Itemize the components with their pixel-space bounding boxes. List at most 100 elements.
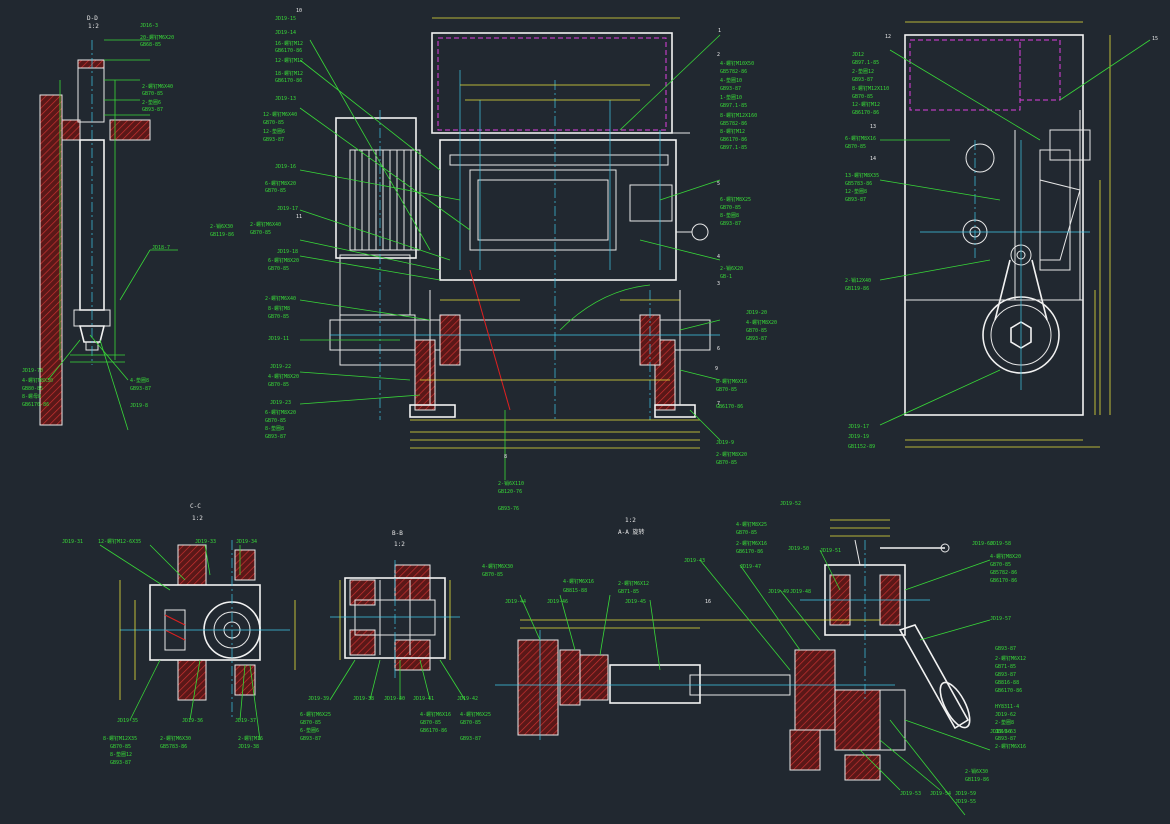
callout-label: 8-螺钉M12X110 [852, 85, 889, 92]
callout-label: JD19-38 [353, 696, 374, 702]
callout-label: 15 [1152, 36, 1158, 42]
callout-label: 7 [717, 401, 720, 407]
callout-label: JD19-47 [740, 564, 761, 570]
callout-label: JD19-14 [275, 30, 296, 36]
callout-label: GB6170-86 [275, 48, 302, 54]
callout-label: GB71-85 [995, 664, 1016, 670]
callout-label: JD19-33 [195, 539, 216, 545]
callout-label: GB70-85 [716, 387, 737, 393]
callout-label: JD19-55 [955, 799, 976, 805]
callout-label: 2-螺钉M6X16 [736, 540, 767, 547]
callout-label: 4-螺钉M8X20 [746, 319, 777, 326]
callout-label: JD19-58 [990, 541, 1011, 547]
callout-label: JD19-70 [22, 368, 43, 374]
callout-label: 2-螺钉M6X16 [995, 743, 1026, 750]
callout-label: GB93-87 [746, 336, 767, 342]
callouts-main-right: 4-螺钉M10X50 GB5782-86 4-垫圈10 GB93-87 1-垫圈… [716, 60, 777, 466]
callout-label: JD19-9 [716, 440, 734, 446]
callout-label: GB120-76 [498, 489, 522, 495]
callout-label: 2-螺钉M8X20 [716, 451, 747, 458]
callout-label: GB93-87 [460, 736, 481, 742]
callout-label: JD19-11 [268, 336, 289, 342]
callout-label: 8-螺母8 [22, 393, 41, 400]
callout-label: JD19-22 [270, 364, 291, 370]
section-view-left [39, 39, 178, 431]
callout-label: GB97.1-85 [720, 103, 747, 109]
callout-label: JD19-17 [277, 206, 298, 212]
section-c-title: C-C [190, 503, 201, 510]
callout-label: JD19-40 [384, 696, 405, 702]
callout-label: 16-螺钉M12 [275, 40, 303, 47]
callout-label: GB6170-86 [852, 110, 879, 116]
callout-label: GB97.1-85 [720, 145, 747, 151]
callout-label: GB93-87 [995, 672, 1016, 678]
callout-label: GB6170-86 [736, 549, 763, 555]
callout-label: 4-螺钉M8X20 [990, 553, 1021, 560]
callout-label: JD19-62 [995, 712, 1016, 718]
callout-label: JD19-41 [413, 696, 434, 702]
callout-label: 2-螺钉M6X40 [142, 83, 173, 90]
callout-label: GB70-85 [990, 562, 1011, 568]
section-a-title: A-A 旋转 [618, 528, 644, 536]
callout-label: JD19-57 [990, 616, 1011, 622]
callout-label: JD19-49 [768, 589, 789, 595]
callout-label: 8-螺钉M12X160 [720, 112, 757, 119]
callout-label: JD19-63 [995, 729, 1016, 735]
callout-label: 8-螺钉M12 [720, 128, 745, 135]
callout-label: 10 [296, 8, 302, 14]
callout-label: JD19-53 [900, 791, 921, 797]
callout-label: JD19-8 [130, 403, 148, 409]
section-b-title: B-B [392, 530, 403, 537]
callout-label: GB70-85 [460, 720, 481, 726]
callout-label: 5 [717, 181, 720, 187]
callouts-top-left: JD16-3 20-螺钉M6X20 GB68-85 2-螺钉M6X40 GB70… [22, 23, 174, 409]
section-b-scale: 1:2 [394, 541, 405, 548]
callouts-main-bottom: 2-销6X110 GB120-76 GB93-76 [498, 480, 524, 512]
callout-label: JD19-50 [788, 546, 809, 552]
callout-label: GB70-85 [268, 314, 289, 320]
callout-label: GB70-85 [110, 744, 131, 750]
callout-label: JD19-15 [275, 16, 296, 22]
callout-label: 12-螺钉M12 [852, 101, 880, 108]
callout-label: GB93-87 [845, 197, 866, 203]
callout-label: JD19-42 [457, 696, 478, 702]
callout-label: JD19-43 [684, 558, 705, 564]
callout-label: 2-螺钉M6X12 [995, 655, 1026, 662]
section-c-scale: 1:2 [192, 515, 203, 522]
callout-label: JD19-45 [625, 599, 646, 605]
callout-label: GB1152-89 [848, 444, 875, 450]
callout-label: GB93-87 [720, 86, 741, 92]
callout-label: GB71-85 [618, 589, 639, 595]
callout-label: GB93-87 [720, 221, 741, 227]
front-view-main [299, 17, 721, 480]
callout-label: GB70-85 [250, 230, 271, 236]
callout-label: GB119-86 [965, 777, 989, 783]
section-d-scale: 1:2 [88, 23, 99, 30]
callout-label: 4-垫圈8 [130, 377, 149, 384]
callout-label: GB5782-86 [720, 121, 747, 127]
callout-label: GB80-85 [22, 386, 43, 392]
callout-label: 8-垫圈12 [110, 751, 132, 758]
callout-label: 20-螺钉M6X20 [140, 34, 174, 41]
callout-label: 11 [296, 214, 302, 220]
section-view-c [99, 540, 296, 741]
callout-label: 13-螺钉M8X35 [845, 172, 879, 179]
callout-label: GB93-87 [265, 434, 286, 440]
callout-label: JD19-18 [277, 249, 298, 255]
section-a-scale: 1:2 [625, 517, 636, 524]
callout-label: JD19-16 [275, 164, 296, 170]
callout-label: 8-垫圈8 [265, 425, 284, 432]
callout-label: GB70-85 [852, 94, 873, 100]
callout-label: 6-螺钉M8X25 [720, 196, 751, 203]
callout-label: 4-螺钉M8X25 [736, 521, 767, 528]
callout-label: GB6170-86 [720, 137, 747, 143]
callout-label: GB6170-86 [990, 578, 1017, 584]
callout-label: JD19-13 [275, 96, 296, 102]
callout-label: GB93-87 [130, 386, 151, 392]
callout-label: GB6170-86 [716, 404, 743, 410]
callout-label: JD18-7 [152, 245, 170, 251]
callout-label: GB816-88 [995, 680, 1019, 686]
callout-label: GB6170-86 [995, 688, 1022, 694]
callout-label: GB97.1-85 [852, 60, 879, 66]
